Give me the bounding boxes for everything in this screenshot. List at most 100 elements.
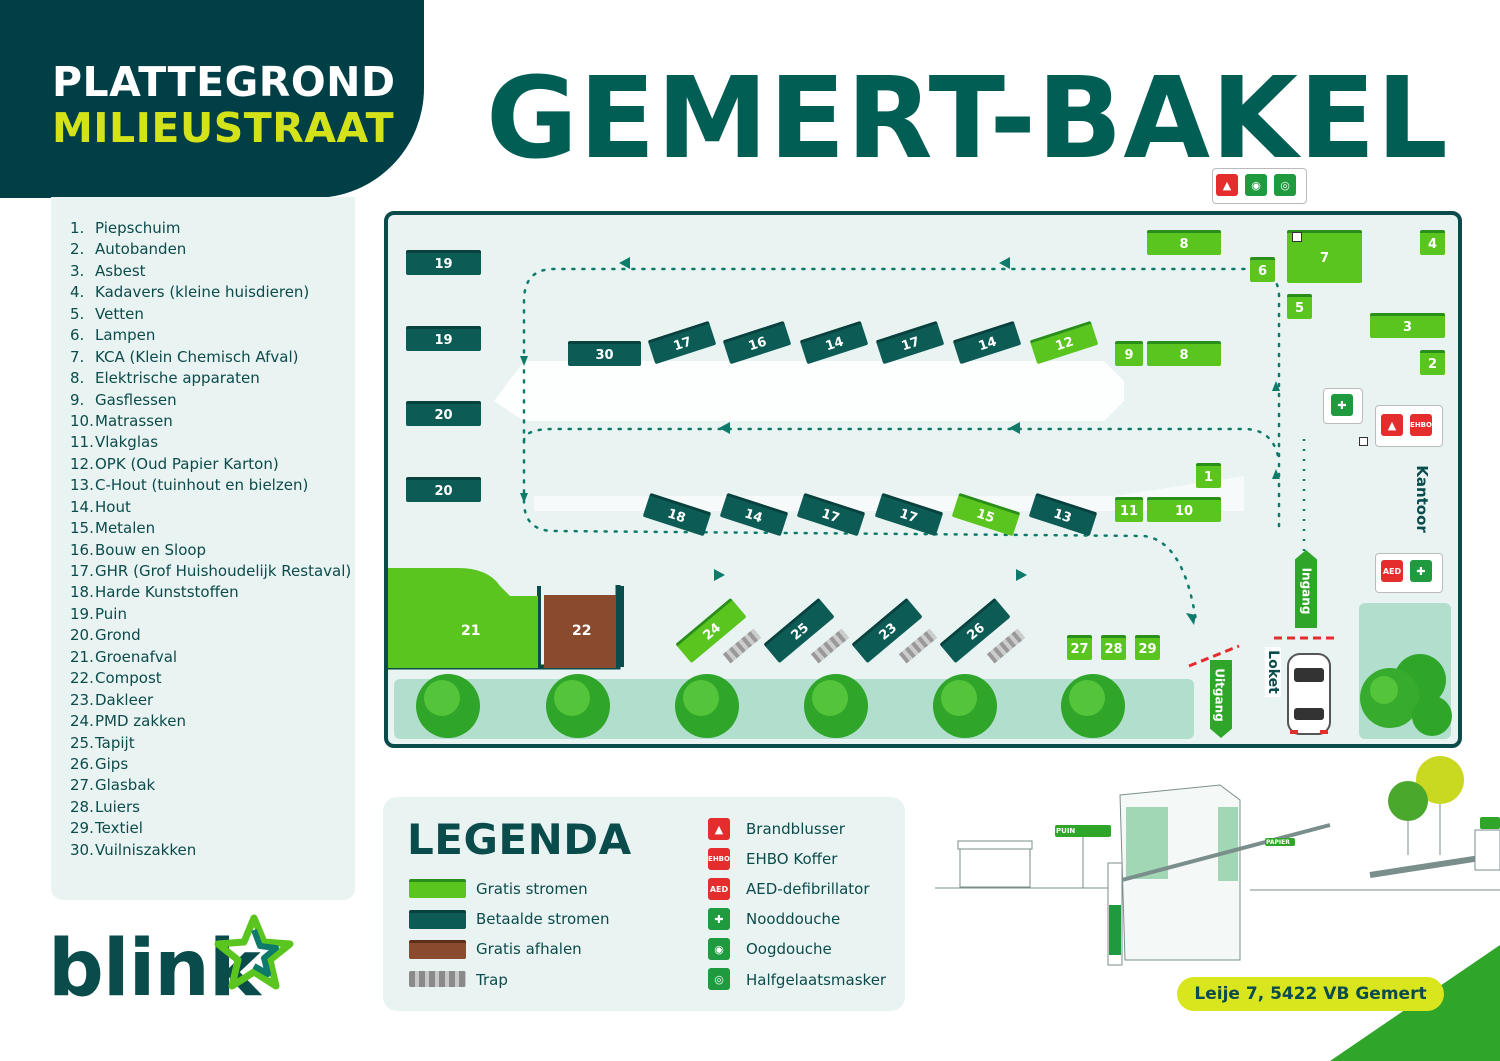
list-item: 14.Hout (70, 497, 351, 518)
container-2: 2 (1420, 350, 1445, 375)
list-item-number: 15. (70, 519, 94, 538)
list-item-number: 28. (70, 797, 94, 816)
legend-item-label: Trap (476, 971, 508, 989)
list-item-number: 18. (70, 583, 94, 602)
list-item-number: 13. (70, 476, 94, 495)
list-item-label: Piepschuim (95, 219, 181, 237)
list-item-label: Gasflessen (95, 390, 177, 409)
list-item-label: Elektrische apparaten (95, 369, 260, 388)
header-title-line1: PLATTEGROND (52, 58, 396, 106)
container-6: 6 (1250, 257, 1275, 282)
uitgang-label: Uitgang (1212, 668, 1227, 722)
list-item-number: 27. (70, 776, 94, 795)
legend-safety-label: EHBO Koffer (746, 850, 838, 868)
container-3: 3 (1370, 313, 1445, 338)
list-item-label: Vlakglas (95, 433, 159, 452)
list-item-label: Puin (95, 604, 127, 623)
list-item: 27.Glasbak (70, 775, 351, 796)
legend-item-label: Gratis stromen (476, 880, 588, 898)
list-item: 6.Lampen (70, 325, 351, 346)
container-10: 10 (1147, 497, 1221, 522)
emergency-shower-icon: ✚ (1410, 560, 1432, 582)
container-5: 5 (1287, 294, 1312, 319)
list-item-number: 10. (70, 411, 94, 430)
list-item-label: Grond (95, 626, 141, 645)
car-icon (1287, 653, 1331, 735)
sign-marker (1359, 437, 1368, 446)
address-badge: Leije 7, 5422 VB Gemert (1177, 977, 1444, 1011)
list-item-number: 4. (70, 283, 85, 302)
container-19: 19 (406, 326, 481, 351)
list-item-label: Matrassen (95, 411, 173, 430)
list-item-number: 1. (70, 219, 85, 237)
header-banner (0, 0, 424, 198)
list-item-number: 23. (70, 690, 94, 709)
legend-safety-label: Oogdouche (746, 940, 832, 958)
list-item: 16.Bouw en Sloop (70, 540, 351, 561)
list-item: 3.Asbest (70, 261, 351, 282)
list-item: 2.Autobanden (70, 239, 351, 260)
list-item-label: Dakleer (95, 690, 154, 709)
legend-safety-label: Brandblusser (746, 820, 845, 838)
fire-extinguisher-icon: ▲ (1381, 414, 1403, 436)
ehbo-kit-icon: EHBO (1410, 414, 1432, 436)
list-item: 8.Elektrische apparaten (70, 368, 351, 389)
legend-panel (383, 797, 905, 1011)
list-item-number: 21. (70, 647, 94, 666)
list-item-label: Glasbak (95, 776, 156, 795)
list-item-label: C-Hout (tuinhout en bielzen) (95, 476, 309, 495)
emergency-shower-icon: ✚ (708, 908, 730, 930)
list-item: 13.C-Hout (tuinhout en bielzen) (70, 475, 351, 496)
blink-star-logo-icon (214, 914, 294, 990)
container-21-label: 21 (461, 623, 481, 639)
sign-marker (1292, 232, 1302, 242)
list-item-label: Lampen (95, 326, 156, 345)
list-item-label: Vuilniszakken (95, 840, 197, 859)
kantoor-label: Kantoor (1412, 465, 1431, 533)
list-item-number: 29. (70, 819, 94, 838)
ehbo-kit-icon: EHBO (708, 848, 730, 870)
list-item-number: 7. (70, 347, 85, 366)
legend-title: LEGENDA (407, 815, 632, 864)
container-29: 29 (1135, 635, 1160, 660)
tree-row (416, 674, 1125, 738)
list-item: 26.Gips (70, 754, 351, 775)
legend-item-label: Betaalde stromen (476, 910, 610, 928)
list-item-label: Vetten (95, 304, 144, 323)
list-item-number: 22. (70, 669, 94, 688)
list-item-number: 17. (70, 562, 94, 580)
legend-safety-label: Nooddouche (746, 910, 841, 928)
loket-label: Loket (1264, 647, 1281, 697)
list-item: 18.Harde Kunststoffen (70, 582, 351, 603)
list-item: 10.Matrassen (70, 411, 351, 432)
tree-icon (933, 674, 997, 738)
list-item-number: 12. (70, 454, 94, 473)
list-item-label: Gips (95, 754, 129, 773)
list-item-number: 16. (70, 540, 94, 559)
container-28: 28 (1101, 635, 1126, 660)
list-item-label: Tapijt (95, 733, 135, 752)
list-item-label: Harde Kunststoffen (95, 583, 239, 602)
container-30: 30 (568, 341, 641, 366)
eye-shower-icon: ◉ (1245, 174, 1267, 196)
container-4: 4 (1420, 230, 1445, 255)
legend-safety-label: Halfgelaatsmasker (746, 971, 887, 989)
area-groenafval (388, 568, 538, 668)
tree-icon (416, 674, 480, 738)
legend-swatch-paid (409, 910, 466, 929)
list-item: 25.Tapijt (70, 733, 351, 754)
container-11: 11 (1115, 497, 1143, 522)
container-1: 1 (1196, 463, 1221, 488)
list-item-label: KCA (Klein Chemisch Afval) (95, 347, 299, 366)
legend-swatch-stairs (409, 971, 466, 987)
list-item: 12.OPK (Oud Papier Karton) (70, 454, 351, 475)
list-item-label: Compost (95, 669, 162, 688)
list-item-number: 25. (70, 733, 94, 752)
aed-icon: AED (1381, 560, 1403, 582)
list-item-number: 24. (70, 712, 94, 731)
container-8: 8 (1147, 230, 1221, 255)
list-item: 20.Grond (70, 625, 351, 646)
list-item: 15.Metalen (70, 518, 351, 539)
list-item-label: OPK (Oud Papier Karton) (95, 454, 279, 473)
list-item-label: Asbest (95, 261, 146, 280)
